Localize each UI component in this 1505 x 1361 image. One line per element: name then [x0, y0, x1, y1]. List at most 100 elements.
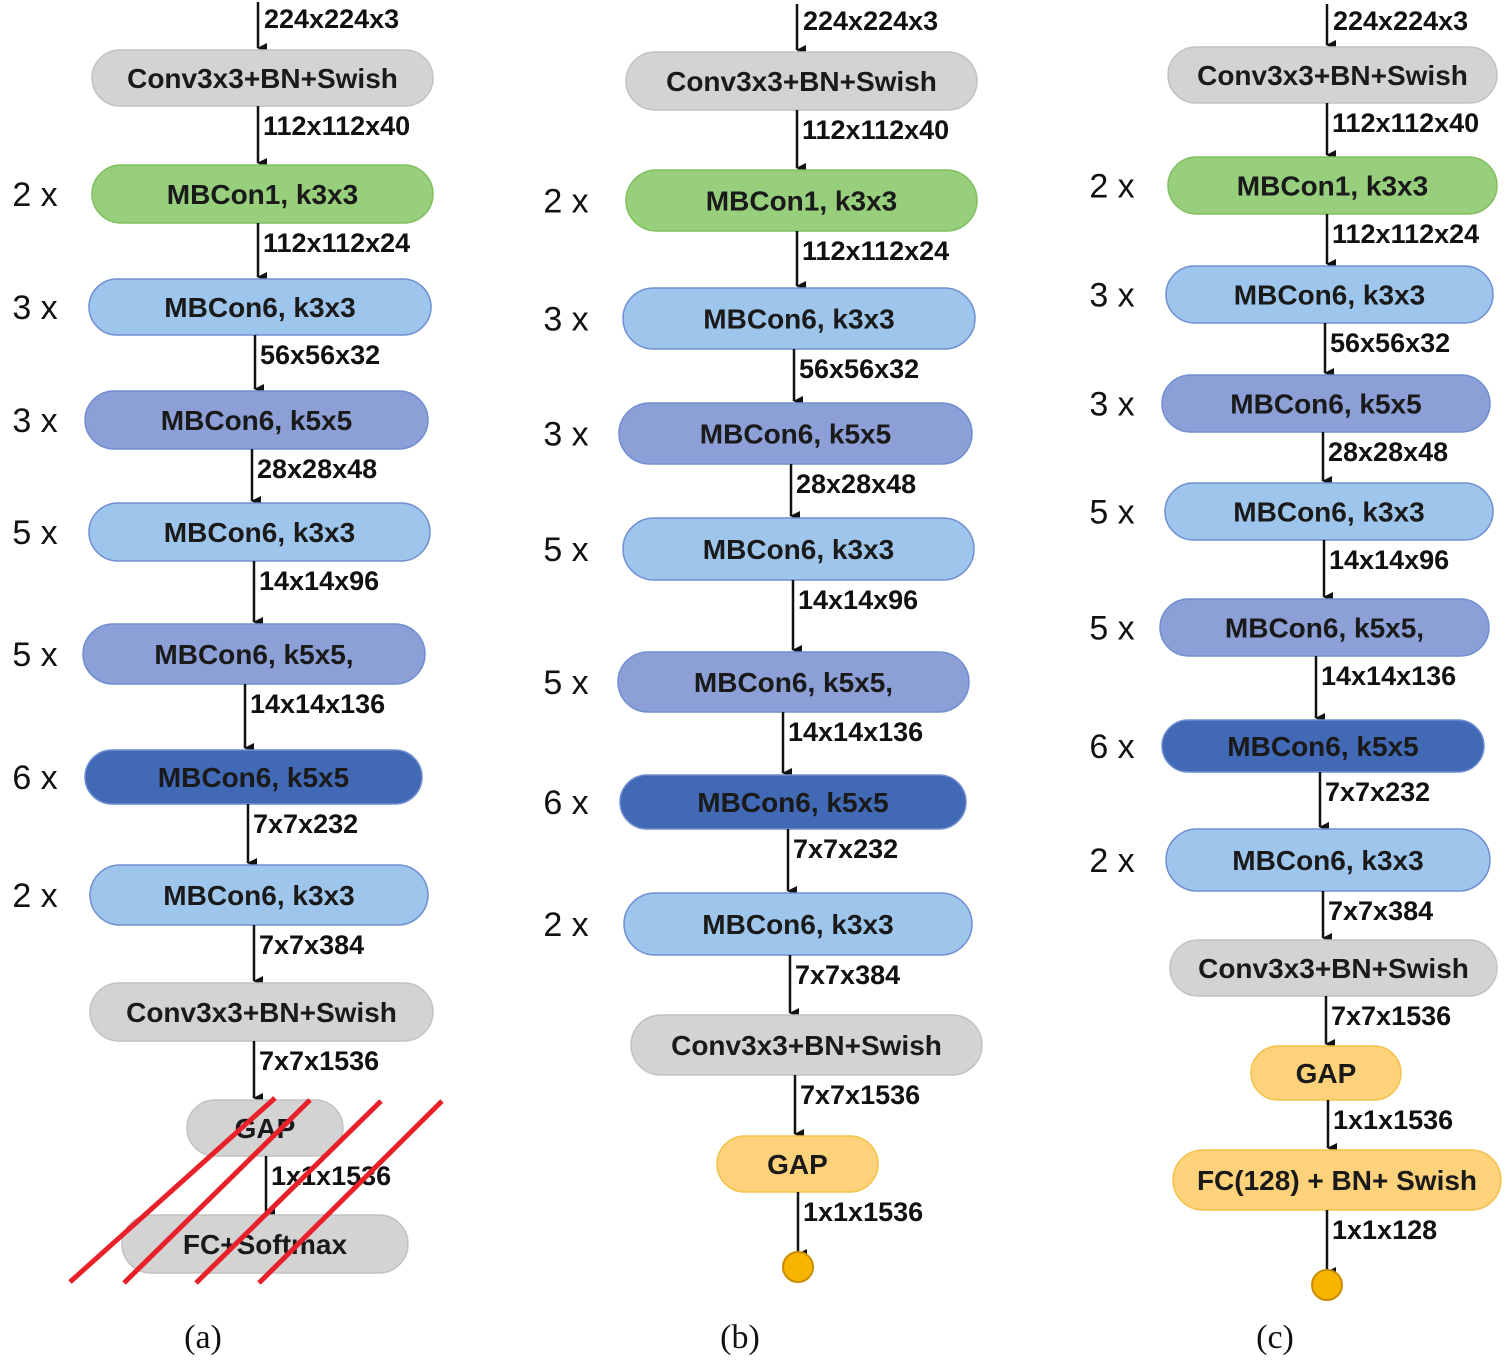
column-caption: (c): [1256, 1319, 1294, 1356]
tensor-dimension-label: 112x112x40: [1332, 108, 1479, 138]
block-label: MBCon1, k3x3: [1237, 171, 1428, 202]
tensor-dimension-label: 7x7x384: [259, 930, 364, 960]
repeat-count-label: 5 x: [543, 664, 588, 702]
repeat-count-label: 2 x: [12, 176, 57, 214]
block-label: Conv3x3+BN+Swish: [671, 1030, 942, 1061]
tensor-dimension-label: 1x1x128: [1332, 1215, 1437, 1245]
tensor-dimension-label: 112x112x40: [802, 115, 949, 145]
column-a: 224x224x3Conv3x3+BN+Swish112x112x40MBCon…: [12, 2, 444, 1356]
block-mbcon1-k3x3: [625, 169, 978, 232]
block-label: MBCon6, k5x5: [1230, 389, 1421, 420]
tensor-dimension-label: 112x112x24: [263, 228, 410, 258]
tensor-dimension-label: 7x7x384: [1328, 896, 1433, 926]
tensor-dimension-label: 7x7x1536: [259, 1046, 379, 1076]
block-mbcon6-k3x3: [623, 892, 973, 956]
tensor-dimension-label: 14x14x96: [259, 566, 379, 596]
block-mbcon1-k3x3: [91, 164, 434, 224]
tensor-dimension-label: 14x14x96: [1329, 545, 1449, 575]
block-mbcon6-k3x3: [88, 502, 431, 562]
removed-layer-strike-line: [68, 1096, 277, 1284]
input-dimension-label: 224x224x3: [1333, 6, 1468, 36]
removed-layer-strike-line: [257, 1099, 444, 1285]
block-label: GAP: [1296, 1058, 1357, 1089]
tensor-dimension-label: 14x14x136: [788, 717, 923, 747]
tensor-dimension-label: 112x112x40: [263, 111, 410, 141]
removed-layer-strike-line: [194, 1099, 383, 1285]
block-mbcon6-k3x3: [89, 864, 429, 926]
repeat-count-label: 5 x: [543, 531, 588, 569]
block-mbcon6-k3x3: [1165, 265, 1494, 324]
block-label: MBCon6, k3x3: [163, 880, 354, 911]
block-mbcon6-k5x5: [1161, 374, 1491, 433]
block-label: Conv3x3+BN+Swish: [1197, 60, 1468, 91]
block-label: MBCon6, k5x5,: [154, 639, 353, 670]
block-label: GAP: [235, 1113, 296, 1144]
block-label: MBCon6, k3x3: [703, 304, 894, 335]
tensor-dimension-label: 7x7x232: [793, 834, 898, 864]
block-label: FC(128) + BN+ Swish: [1197, 1165, 1477, 1196]
tensor-dimension-label: 56x56x32: [1330, 328, 1450, 358]
tensor-dimension-label: 28x28x48: [257, 454, 377, 484]
block-conv3x3-bn-swish: [1167, 46, 1498, 104]
repeat-count-label: 2 x: [1089, 842, 1134, 880]
tensor-dimension-label: 112x112x24: [1332, 219, 1479, 249]
block-mbcon6-k3x3: [1164, 482, 1494, 541]
block-conv3x3-bn-swish: [89, 982, 434, 1042]
tensor-dimension-label: 7x7x1536: [1331, 1001, 1451, 1031]
block-mbcon1-k3x3: [1167, 156, 1498, 215]
block-conv3x3-bn-swish: [630, 1014, 983, 1076]
tensor-dimension-label: 56x56x32: [799, 354, 919, 384]
input-dimension-label: 224x224x3: [803, 6, 938, 36]
block-label: MBCon6, k5x5: [161, 405, 352, 436]
tensor-dimension-label: 7x7x1536: [800, 1080, 920, 1110]
block-label: MBCon6, k3x3: [164, 292, 355, 323]
block-label: MBCon6, k5x5,: [1225, 613, 1424, 644]
repeat-count-label: 2 x: [1089, 168, 1134, 206]
block-label: MBCon6, k3x3: [1234, 280, 1425, 311]
repeat-count-label: 3 x: [12, 289, 57, 327]
block-label: MBCon6, k3x3: [703, 534, 894, 565]
block-gap: [1250, 1045, 1402, 1101]
block-mbcon6-k3x3: [622, 517, 975, 581]
tensor-dimension-label: 28x28x48: [1328, 437, 1448, 467]
block-label: MBCon6, k5x5: [1227, 731, 1418, 762]
repeat-count-label: 3 x: [1089, 277, 1134, 315]
repeat-count-label: 5 x: [1089, 494, 1134, 532]
repeat-count-label: 6 x: [543, 784, 588, 822]
tensor-dimension-label: 7x7x232: [253, 809, 358, 839]
tensor-dimension-label: 28x28x48: [796, 469, 916, 499]
removed-layer-strike-line: [122, 1098, 312, 1285]
block-mbcon6-k5x5: [84, 390, 429, 450]
block-label: MBCon6, k3x3: [1233, 497, 1424, 528]
repeat-count-label: 5 x: [1089, 610, 1134, 648]
output-node-dot: [782, 1251, 814, 1283]
repeat-count-label: 2 x: [12, 877, 57, 915]
repeat-count-label: 6 x: [1089, 728, 1134, 766]
block-mbcon6-k5x5: [618, 402, 973, 465]
block-label: MBCon6, k3x3: [1232, 845, 1423, 876]
tensor-dimension-label: 1x1x1536: [1333, 1105, 1453, 1135]
block-mbcon6-k3x3: [88, 278, 432, 336]
output-node-dot: [1311, 1269, 1343, 1301]
block-mbcon6-k5x5: [1159, 598, 1490, 657]
tensor-dimension-label: 14x14x136: [1321, 661, 1456, 691]
tensor-dimension-label: 112x112x24: [802, 236, 949, 266]
block-label: Conv3x3+BN+Swish: [127, 63, 398, 94]
block-label: Conv3x3+BN+Swish: [126, 997, 397, 1028]
block-conv3x3-bn-swish: [1169, 939, 1498, 997]
column-caption: (a): [184, 1319, 222, 1356]
repeat-count-label: 3 x: [12, 402, 57, 440]
block-conv3x3-bn-swish: [91, 49, 434, 107]
repeat-count-label: 5 x: [12, 636, 57, 674]
repeat-count-label: 3 x: [543, 416, 588, 454]
tensor-dimension-label: 1x1x1536: [271, 1161, 391, 1191]
block-conv3x3-bn-swish: [625, 51, 978, 111]
block-label: MBCon6, k5x5: [697, 787, 888, 818]
repeat-count-label: 6 x: [12, 759, 57, 797]
block-mbcon6-k5x5: [1161, 719, 1485, 773]
repeat-count-label: 3 x: [543, 301, 588, 339]
block-mbcon6-k3x3: [622, 287, 976, 350]
block-label: MBCon6, k5x5: [700, 419, 891, 450]
